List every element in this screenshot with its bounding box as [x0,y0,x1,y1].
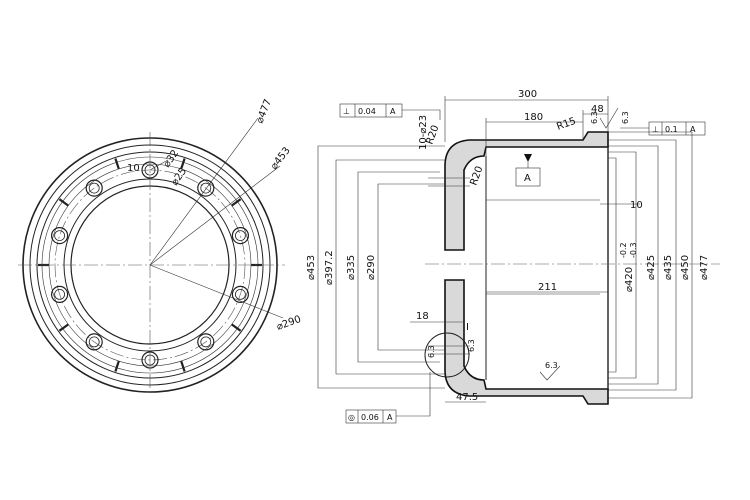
svg-text:⊥: ⊥ [343,107,350,116]
label-d420-tol-lo: -0.3 [629,242,638,258]
label-d425: ⌀425 [646,255,657,280]
label-r15: R15 [555,116,577,133]
slot [231,323,242,332]
label-180: 180 [524,112,543,123]
label-d450: ⌀450 [680,255,691,280]
detail-circle [424,332,470,378]
label-47: 47.5 [456,392,478,403]
leader-d477 [149,117,259,266]
svg-text:A: A [524,173,531,184]
slot [180,360,186,372]
label-d335: ⌀335 [346,255,357,280]
leader-d32 [149,159,169,171]
svg-text:6.3: 6.3 [467,339,476,352]
bolt-hole [231,227,249,245]
label-d290-side: ⌀290 [366,255,377,280]
label-d420-tol-up: -0.2 [619,242,628,258]
svg-text:◎: ◎ [348,413,355,422]
slot [58,323,69,332]
label-300: 300 [518,89,537,100]
datum-a-symbol: A [515,154,541,187]
label-d477: ⌀477 [255,98,275,125]
slot-group [38,158,262,372]
label-d477-side: ⌀477 [699,255,710,280]
svg-text:6.3: 6.3 [590,111,599,124]
label-211: 211 [538,282,557,293]
label-d25: ⌀25 [169,166,189,188]
roughness-symbol-left: 6.3 6.3 [427,339,476,358]
svg-text:0.04: 0.04 [358,107,376,116]
slot [180,158,186,170]
bolt-hole [197,333,215,351]
roughness-symbol-bottom: 6.3 [539,361,561,381]
svg-text:A: A [690,125,696,134]
side-view: 300 180 48 R15 10-⌀23 R20 R20 ⌀453 ⌀397.… [306,89,720,424]
slot [114,360,120,372]
label-front-10: 10 [127,163,140,174]
label-d420: ⌀420 [624,267,635,292]
svg-text:A: A [390,107,396,116]
bolt-hole [50,285,69,303]
fcf-perpendicularity-top-left: ⊥ 0.04 A [339,103,441,120]
label-d397: ⌀397.2 [324,250,335,285]
svg-text:6.3: 6.3 [427,345,436,358]
label-18: 18 [416,311,429,322]
label-r20-b: R20 [468,165,485,187]
svg-text:0.06: 0.06 [361,413,379,422]
slot [58,198,69,207]
bolt-hole [197,179,215,197]
section-mark: I [466,322,469,333]
label-d435: ⌀435 [663,255,674,280]
label-d32: ⌀32 [161,148,181,170]
drum-upper-wall [444,131,609,251]
svg-text:0.1: 0.1 [665,125,678,134]
fcf-concentricity-bottom: ◎ 0.06 A [345,372,431,424]
roughness-symbol-top: 6.3 6.3 [590,107,630,129]
bolt-hole [50,227,69,245]
label-10-d23: 10-⌀23 [418,115,429,150]
front-view: ⌀477 ⌀453 ⌀290 ⌀32 ⌀25 10 [18,98,303,395]
svg-text:⊥: ⊥ [652,125,659,134]
bolt-hole [85,333,103,351]
bolt-hole [85,179,103,197]
svg-text:A: A [387,413,393,422]
svg-text:6.3: 6.3 [545,361,558,370]
label-d453-side: ⌀453 [306,255,317,280]
drum-lower-wall [444,279,609,405]
bolt-hole [231,285,249,303]
leader-d290 [149,264,284,319]
leader-d453 [149,165,281,266]
svg-text:6.3: 6.3 [621,111,630,124]
slot [114,158,120,170]
right-extension-lines [608,131,693,399]
left-extension-lines [317,145,445,389]
label-48: 48 [591,104,604,115]
label-d453: ⌀453 [269,145,293,172]
fcf-perpendicularity-top-right: ⊥ 0.1 A [620,121,706,136]
label-10-right: 10 [630,200,643,211]
slot [231,198,242,207]
